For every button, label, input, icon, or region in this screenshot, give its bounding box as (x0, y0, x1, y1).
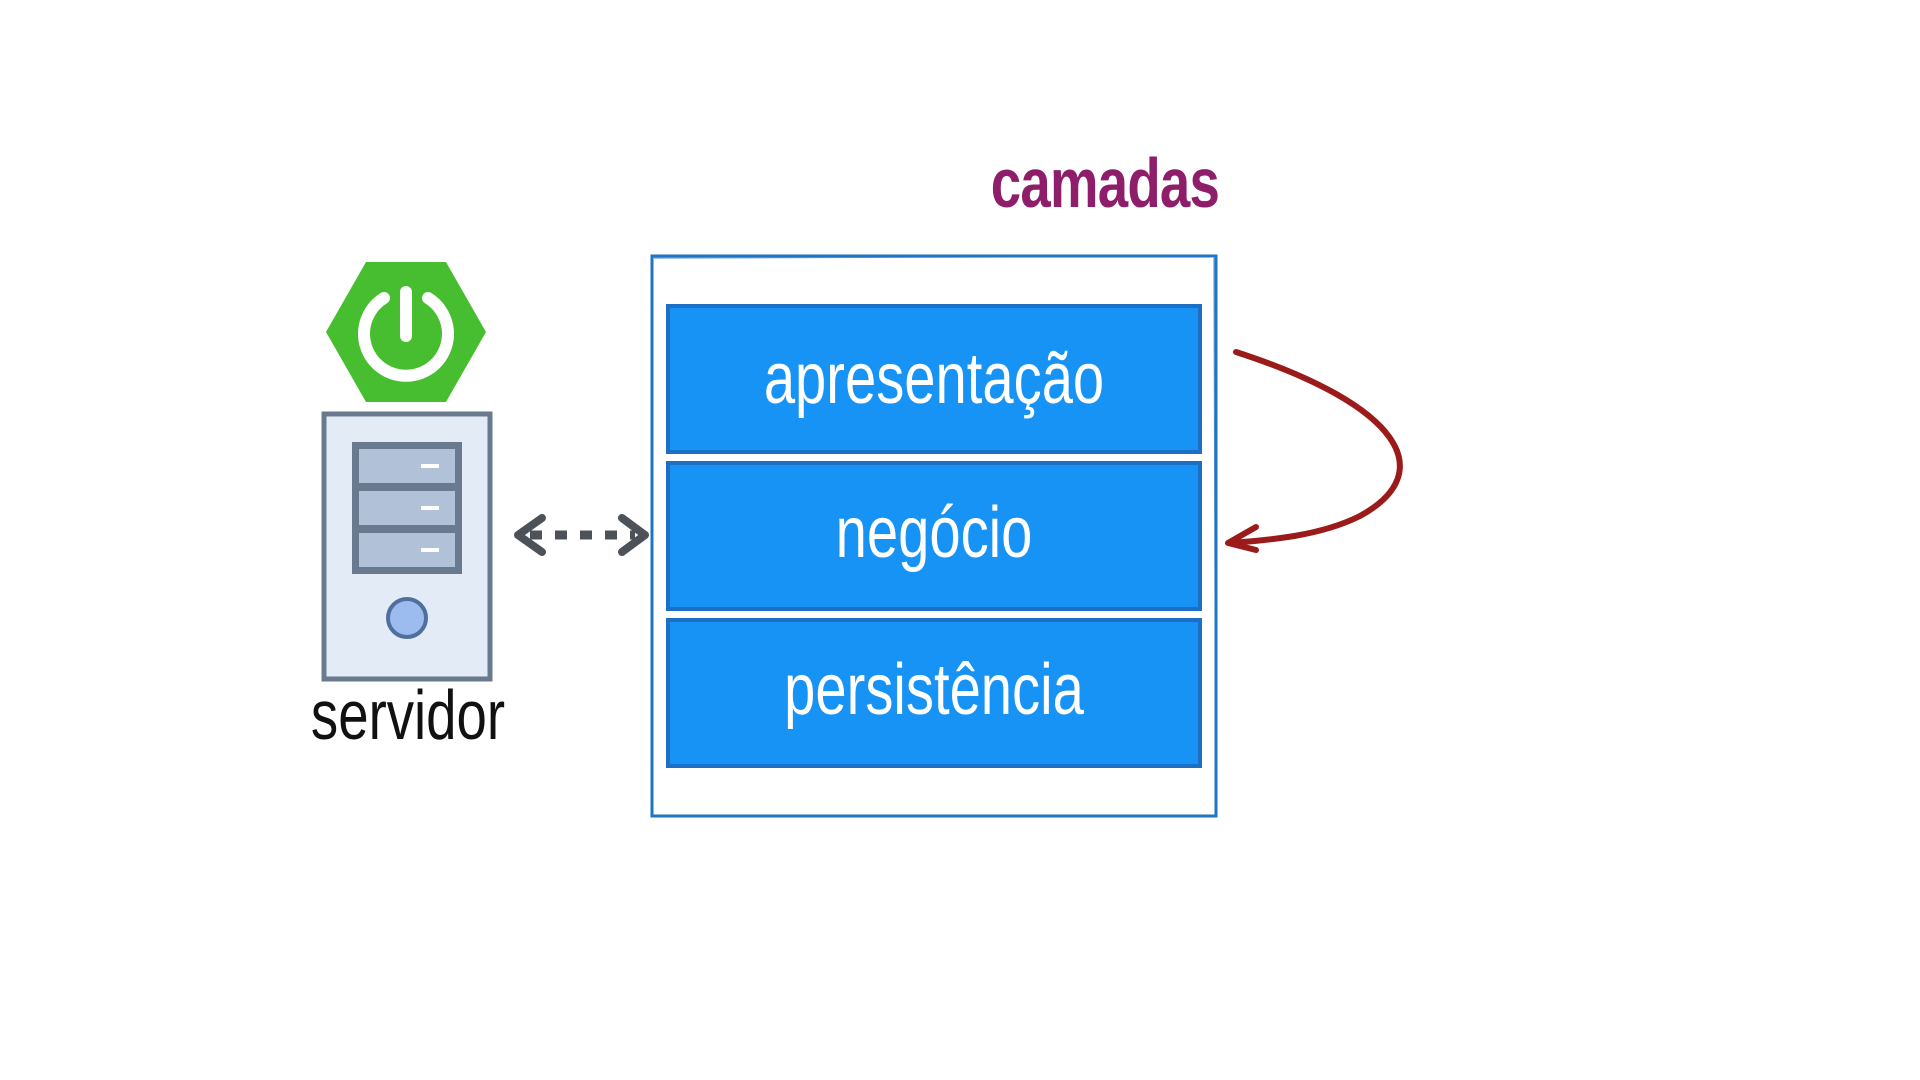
layer-label-negocio: negócio (835, 493, 1033, 573)
server-tower-icon (321, 411, 493, 682)
layer-box-apresentacao (666, 304, 1202, 454)
curved-arrow-icon (1225, 349, 1403, 553)
server-label: servidor (310, 676, 506, 754)
layer-label-persistencia: persistência (784, 650, 1084, 730)
layer-label-apresentacao: apresentação (763, 339, 1105, 419)
layer-box-negocio (666, 461, 1202, 611)
bidirectional-dashed-arrow-icon (514, 514, 649, 556)
diagram-title: camadas (990, 144, 1220, 222)
spring-boot-power-icon (326, 262, 486, 402)
layer-box-persistencia (666, 618, 1202, 768)
